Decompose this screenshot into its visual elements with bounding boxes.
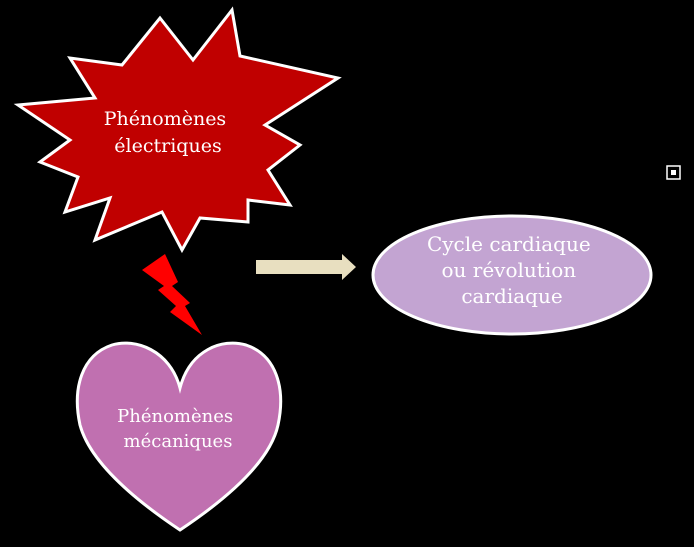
square-dot-icon — [666, 165, 681, 180]
electrical-label: Phénomènes électriques — [104, 108, 232, 157]
mechanical-label-line-1: Phénomènes — [117, 406, 233, 427]
lightning-bolt-icon — [142, 254, 202, 335]
cardiac-cycle-node: Cycle cardiaque ou révolution cardiaque — [371, 214, 653, 336]
cardiac-cycle-label: Cycle cardiaque ou révolution cardiaque — [427, 232, 597, 308]
cardiac-cycle-label-line-2: ou révolution — [441, 258, 576, 282]
mechanical-heart-node: Phénomènes mécaniques — [75, 341, 283, 532]
electrical-burst-node: Phénomènes électriques — [13, 6, 342, 254]
mechanical-label: Phénomènes mécaniques — [117, 406, 239, 452]
ellipse-shape — [371, 214, 653, 336]
cardiac-cycle-label-line-3: cardiaque — [461, 284, 562, 308]
burst-shape — [13, 6, 342, 254]
electrical-label-line-2: électriques — [114, 135, 221, 157]
mechanical-label-line-2: mécaniques — [124, 431, 233, 452]
heart-shape — [75, 341, 283, 532]
cardiac-cycle-label-line-1: Cycle cardiaque — [427, 232, 591, 256]
arrow-right-icon — [256, 254, 356, 280]
electrical-label-line-1: Phénomènes — [104, 108, 226, 130]
